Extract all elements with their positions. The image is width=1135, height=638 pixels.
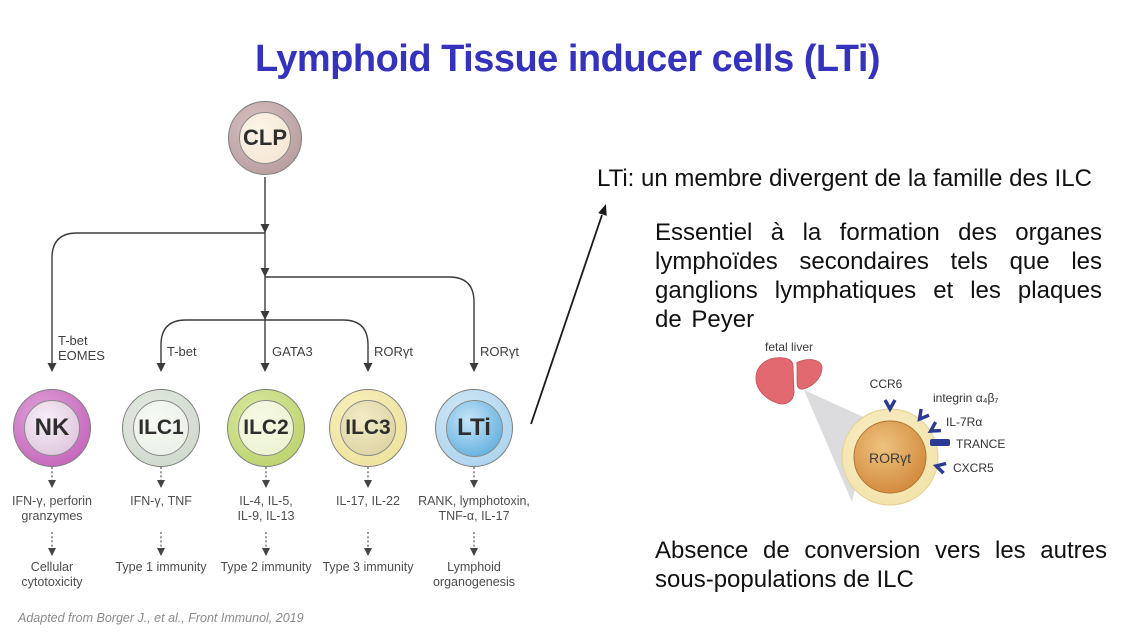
clp-cell-label: CLP (243, 125, 287, 150)
ilc3-factor-label: RORγt (374, 344, 413, 359)
ccr6-receptor-icon (883, 399, 897, 413)
liver-icon (755, 357, 823, 405)
il7ra-receptor-icon (927, 421, 941, 433)
callout-arrow (530, 204, 607, 425)
lti-cell-inner: LTi (445, 399, 503, 457)
ilc3-cell-circle: ILC3 (329, 389, 407, 467)
ilc1-cell-inner: ILC1 (133, 400, 189, 456)
integrin-label: integrin α₄β₇ (933, 391, 999, 405)
ilc1-cell-circle: ILC1 (122, 389, 200, 467)
ilc2-outcome: Type 2 immunity (220, 560, 312, 574)
fetal-liver-label: fetal liver (765, 340, 813, 354)
ccr6-label: CCR6 (870, 377, 903, 391)
lti-origin-diagram: fetal liver RORγt CCR6 integrin α₄β₇ (755, 340, 1006, 506)
lti-cell-body (853, 420, 927, 494)
ilc1-cell-label: ILC1 (138, 416, 184, 439)
ilc2-effectors: IL-4, IL-5, IL-9, IL-13 (237, 494, 295, 524)
ilc1-outcome: Type 1 immunity (115, 560, 207, 574)
annotation-essentiel: Essentiel à la formation des organes lym… (655, 219, 1102, 334)
cxcr5-label: CXCR5 (953, 461, 994, 475)
lti-effectors: RANK, lymphotoxin, TNF-α, IL-17 (418, 494, 530, 524)
cxcr5-receptor-icon (932, 461, 947, 475)
attribution: Adapted from Borger J., et al., Front Im… (18, 611, 304, 625)
tree-lines (51, 177, 475, 366)
trance-label: TRANCE (956, 437, 1005, 451)
receptor-icons (883, 399, 947, 475)
ilc1-factor-label: T-bet (167, 344, 197, 359)
ilc3-effectors: IL-17, IL-22 (336, 494, 400, 508)
annotation-absence: Absence de conversion vers les autres so… (655, 537, 1107, 594)
ilc2-cell-label: ILC2 (243, 416, 289, 439)
lti-cell-circle: LTi (435, 389, 513, 467)
ilc2-cell-circle: ILC2 (227, 389, 305, 467)
tree-arrowheads (47, 224, 479, 372)
nk-cell-circle: NK (13, 389, 91, 467)
ilc1-effectors: IFN-γ, TNF (130, 494, 192, 508)
annotation-lti-divergent: LTi: un membre divergent de la famille d… (597, 165, 1092, 192)
clp-cell-circle: CLP (228, 101, 302, 175)
il7ra-label: IL-7Rα (946, 415, 982, 429)
ilc2-cell-inner: ILC2 (238, 400, 294, 456)
ilc3-cell-label: ILC3 (345, 416, 391, 439)
receptor-labels: CCR6 integrin α₄β₇ IL-7Rα TRANCE CXCR5 (870, 377, 1006, 475)
ilc3-cell-inner: ILC3 (340, 400, 396, 456)
clp-cell-inner: CLP (239, 112, 291, 164)
nk-factor-label: T-bet EOMES (58, 333, 105, 364)
integrin-receptor-icon (917, 408, 930, 422)
rorgt-label: RORγt (869, 450, 911, 466)
ilc2-factor-label: GATA3 (272, 344, 313, 359)
nk-cell-label: NK (34, 414, 70, 441)
lti-outcome: Lymphoid organogenesis (432, 560, 515, 590)
ilc3-outcome: Type 3 immunity (322, 560, 414, 574)
trance-receptor-icon (930, 439, 950, 446)
nk-effectors: IFN-γ, perforin granzymes (12, 494, 92, 524)
nk-outcome: Cellular cytotoxicity (21, 560, 83, 590)
nk-cell-inner: NK (24, 400, 80, 456)
lti-factor-label: RORγt (480, 344, 519, 359)
lti-cell-label: LTi (457, 414, 491, 441)
slide-title: Lymphoid Tissue inducer cells (LTi) (254, 38, 881, 80)
